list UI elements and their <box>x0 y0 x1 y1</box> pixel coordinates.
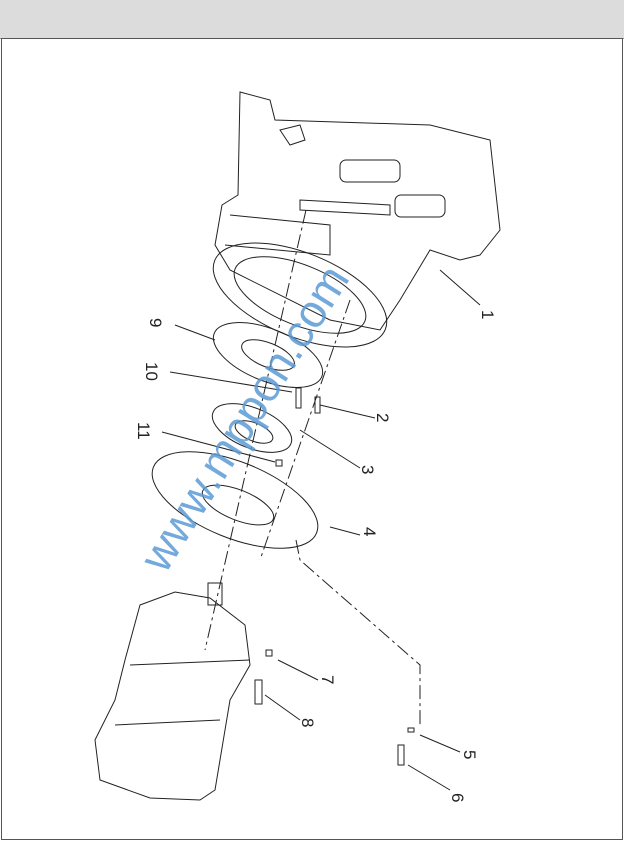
motor <box>94 582 251 801</box>
callout-5: 5 <box>460 750 479 759</box>
callout-11: 11 <box>134 422 153 440</box>
bolt-8 <box>254 679 263 705</box>
washer-7 <box>265 649 273 657</box>
washer-5 <box>407 727 415 733</box>
gasket-plate <box>212 322 324 388</box>
callout-1: 1 <box>478 310 497 319</box>
bolt-6 <box>397 744 405 766</box>
diagram-frame <box>1 38 623 840</box>
coupling-hub <box>211 403 293 453</box>
transmission-housing <box>214 91 501 331</box>
callout-10: 10 <box>142 362 161 381</box>
nut-11 <box>275 459 283 467</box>
callout-6: 6 <box>448 793 467 802</box>
callout-3: 3 <box>358 465 377 474</box>
callout-9: 9 <box>146 318 165 327</box>
callout-2: 2 <box>373 413 392 422</box>
bolt-10 <box>295 387 302 409</box>
flex-plate <box>151 451 319 549</box>
callout-8: 8 <box>298 718 317 727</box>
callout-4: 4 <box>360 527 379 536</box>
watermark: www.mppon.com <box>129 256 359 581</box>
callout-7: 7 <box>318 675 337 684</box>
